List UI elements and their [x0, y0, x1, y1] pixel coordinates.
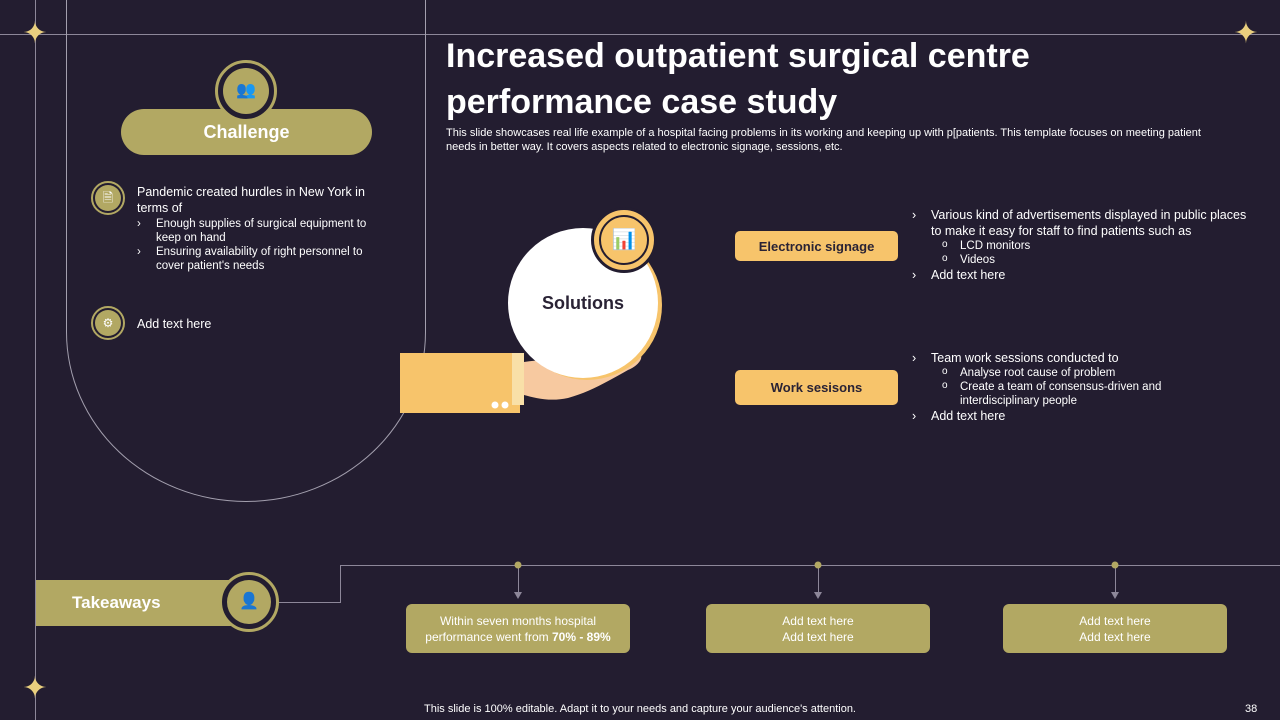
work-sessions-extra: Add text here [912, 408, 1257, 424]
footer-note: This slide is 100% editable. Adapt it to… [424, 703, 856, 715]
arrow-down-icon [1111, 592, 1119, 599]
work-sessions-sublist: Analyse root cause of problem Create a t… [931, 365, 1171, 408]
solution-bullet: Team work sessions conducted to [912, 350, 1257, 366]
page-subtitle: This slide showcases real life example o… [446, 127, 1201, 153]
solution-sub-bullet: Create a team of consensus-driven and in… [931, 379, 1171, 408]
takeaways-connector [278, 602, 340, 603]
star-icon: ✦ [22, 17, 48, 50]
solution-bullet: Add text here [912, 408, 1257, 424]
takeaways-timeline [340, 565, 1280, 566]
takeaway-highlight: 70% - 89% [552, 629, 611, 644]
work-sessions-list: Team work sessions conducted to [912, 350, 1257, 366]
challenge-point-1-text: Pandemic created hurdles in New York in … [137, 185, 365, 215]
takeaway-line: Add text here [1079, 629, 1151, 644]
solutions-label: Solutions [542, 292, 624, 313]
electronic-signage-tag: Electronic signage [735, 231, 898, 261]
star-icon: ✦ [22, 672, 48, 705]
left-frame-line [35, 0, 36, 720]
electronic-signage-details: Various kind of advertisements displayed… [912, 207, 1257, 283]
takeaway-box: Add text here Add text here [706, 604, 930, 653]
challenge-point-1-bullets: Enough supplies of surgical equipment to… [137, 217, 385, 273]
challenge-point-1: Pandemic created hurdles in New York in … [137, 184, 385, 273]
takeaway-line: performance went from 70% - 89% [425, 629, 610, 645]
timeline-dot [514, 561, 522, 569]
challenge-point-2-text: Add text here [137, 317, 212, 331]
takeaway-text: performance went from [425, 629, 552, 644]
electronic-signage-sublist: LCD monitors Videos [931, 238, 1257, 267]
timeline-drop [1115, 565, 1116, 593]
takeaway-line: Add text here [782, 629, 854, 644]
solution-sub-bullet: LCD monitors [931, 238, 1257, 253]
solution-sub-bullet: Analyse root cause of problem [931, 365, 1171, 380]
solution-bullet: Add text here [912, 267, 1257, 283]
timeline-drop [818, 565, 819, 593]
group-settings-icon: ⚙ [91, 306, 125, 340]
page-number: 38 [1245, 703, 1258, 715]
takeaway-box: Add text here Add text here [1003, 604, 1227, 653]
work-sessions-details: Team work sessions conducted to Analyse … [912, 350, 1257, 424]
page-title: Increased outpatient surgical centre per… [446, 37, 1030, 121]
star-icon: ✦ [1233, 17, 1259, 50]
work-sessions-tag: Work sesisons [735, 370, 898, 405]
takeaway-line: Add text here [782, 613, 854, 628]
document-icon: 🗎 [91, 181, 125, 215]
arrow-down-icon [514, 592, 522, 599]
team-chart-icon: 📊 [591, 207, 657, 273]
solution-sub-bullet: Videos [931, 252, 1257, 267]
challenge-bullet: Enough supplies of surgical equipment to… [137, 217, 385, 245]
arrow-down-icon [814, 592, 822, 599]
timeline-drop [518, 565, 519, 593]
electronic-signage-list: Various kind of advertisements displayed… [912, 207, 1257, 239]
top-frame-line [0, 34, 1280, 35]
timeline-dot [814, 561, 822, 569]
takeaway-box: Within seven months hospital performance… [406, 604, 630, 653]
challenge-bullet: Ensuring availability of right personnel… [137, 245, 385, 273]
challenge-panel [66, 0, 426, 502]
challenge-label: Challenge [121, 109, 372, 155]
person-growth-icon: 👤 [219, 572, 279, 632]
electronic-signage-extra: Add text here [912, 267, 1257, 283]
team-icon: 👥 [215, 60, 277, 122]
solution-bullet: Various kind of advertisements displayed… [912, 207, 1257, 239]
takeaway-line: Add text here [1079, 613, 1151, 628]
timeline-dot [1111, 561, 1119, 569]
takeaway-line: Within seven months hospital [439, 613, 597, 628]
takeaways-connector [340, 565, 341, 603]
